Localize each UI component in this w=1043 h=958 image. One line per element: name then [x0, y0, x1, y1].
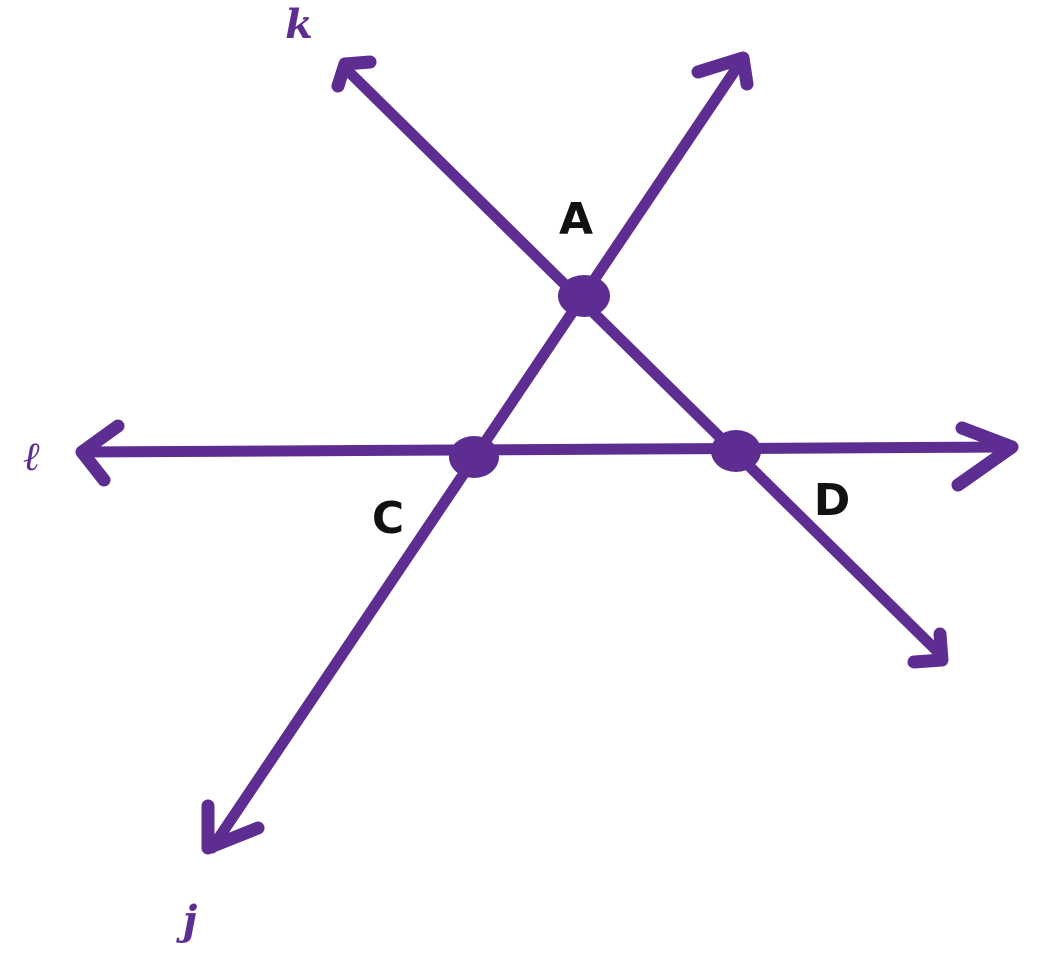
line-k — [331, 55, 949, 669]
arrow-head-l-left — [75, 419, 125, 487]
arrow-head-j-lower — [201, 799, 265, 855]
point-label-d: D — [814, 475, 851, 526]
arrow-head-l-right — [951, 421, 1019, 492]
arrow-head-k-lower — [907, 627, 949, 669]
arrow-head-j-upper — [691, 51, 754, 91]
point-label-c: C — [372, 493, 404, 544]
line-label-k: k — [285, 1, 313, 48]
point-a — [558, 275, 610, 317]
arrow-head-k-upper — [331, 55, 377, 93]
point-c — [449, 436, 499, 478]
line-label-l: ℓ — [23, 433, 40, 480]
point-d — [711, 430, 761, 472]
line-l — [75, 419, 1019, 492]
point-label-a: A — [559, 194, 593, 245]
line-label-j: j — [176, 897, 198, 944]
